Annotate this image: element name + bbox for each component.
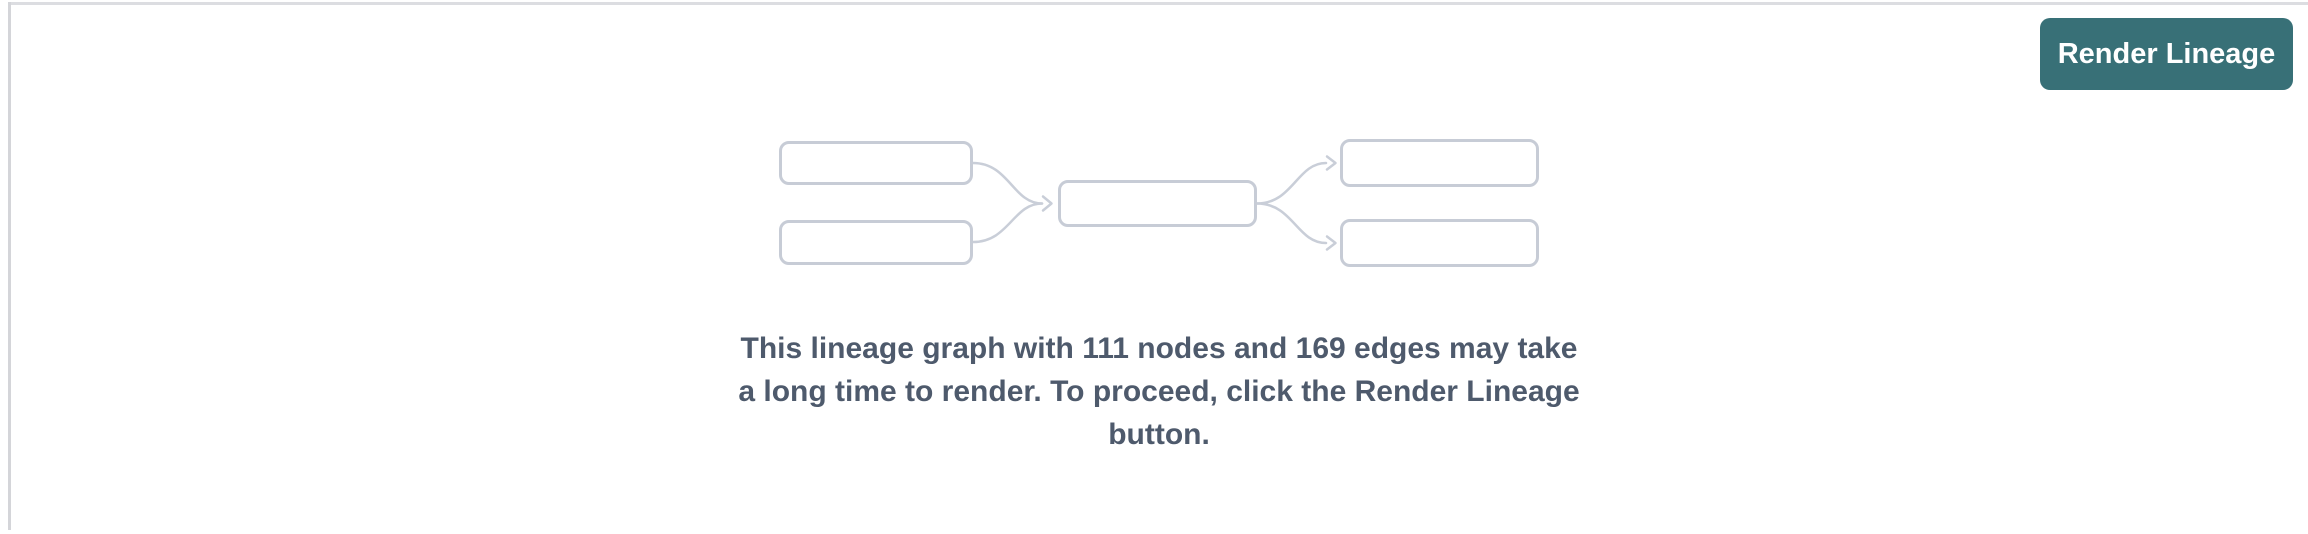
placeholder-node-upstream-bottom xyxy=(779,220,973,265)
panel-top-border xyxy=(8,2,2308,5)
panel-left-divider xyxy=(8,2,11,530)
render-warning-line: This lineage graph with 111 nodes and 16… xyxy=(740,332,1578,365)
placeholder-node-center xyxy=(1058,180,1257,227)
arrowhead-icon xyxy=(1041,195,1053,212)
lineage-edges-graphic xyxy=(971,155,1337,251)
placeholder-node-downstream-top xyxy=(1340,139,1539,187)
render-warning-line: button. xyxy=(1108,418,1210,451)
render-warning-line: a long time to render. To proceed, click… xyxy=(738,375,1580,408)
arrowhead-icon xyxy=(1325,235,1337,251)
lineage-placeholder-graphic xyxy=(779,139,1539,267)
render-warning-message: This lineage graph with 111 nodes and 16… xyxy=(689,327,1629,456)
render-lineage-button[interactable]: Render Lineage xyxy=(2040,18,2293,90)
placeholder-node-upstream-top xyxy=(779,141,973,185)
arrowhead-icon xyxy=(1325,155,1337,171)
placeholder-node-downstream-bottom xyxy=(1340,219,1539,267)
